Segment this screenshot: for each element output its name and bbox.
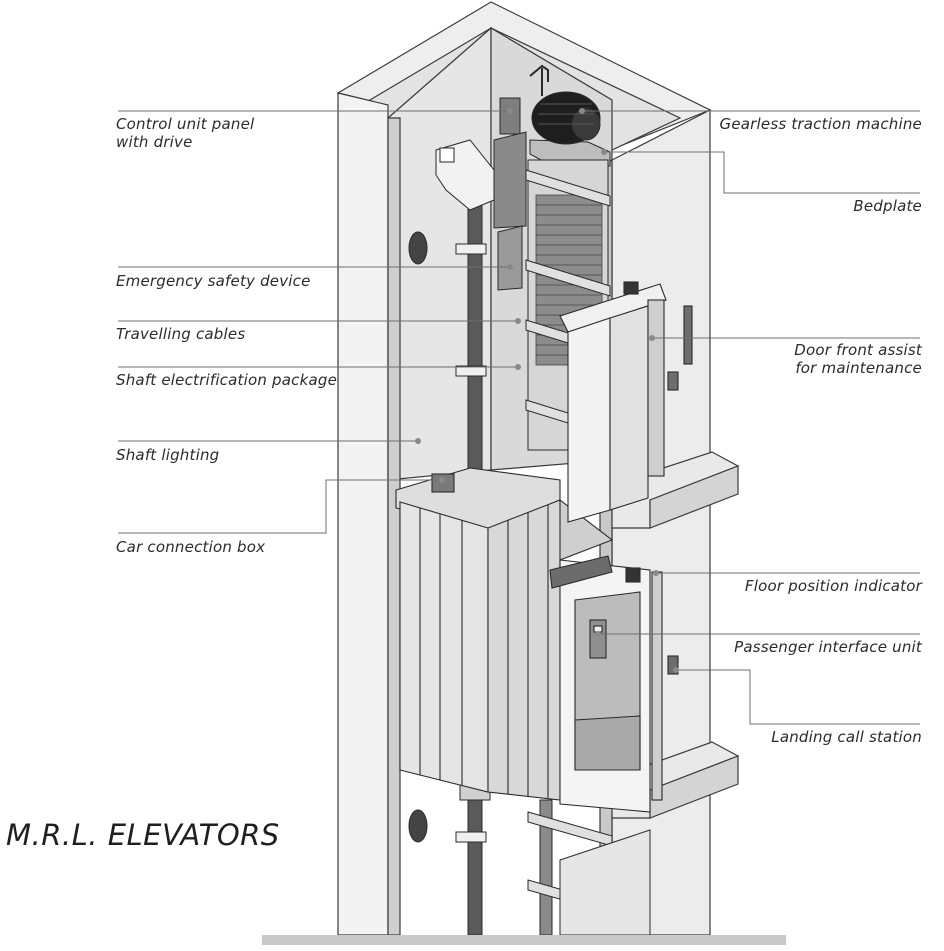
upper-indicator (623, 281, 639, 295)
shaft-light-upper (408, 231, 428, 265)
elevator-car (395, 467, 651, 813)
label-line: Control unit panel (116, 115, 255, 133)
label-line: Travelling cables (116, 325, 246, 343)
shaft-left-wall (337, 92, 389, 936)
label-line: Shaft lighting (116, 446, 220, 464)
leader-lines (118, 108, 920, 725)
label-door-front-assist: Door front assist for maintenance (794, 341, 922, 377)
car-front-panels (487, 499, 561, 801)
label-floor-position-indicator: Floor position indicator (745, 577, 922, 595)
label-landing-call-station: Landing call station (771, 728, 922, 746)
label-line: Gearless traction machine (719, 115, 922, 133)
label-line: Passenger interface unit (734, 638, 922, 656)
label-line: Door front assist (794, 341, 922, 359)
hoist-hook (529, 64, 549, 82)
safety-device-box (497, 225, 523, 291)
floor-indicator-shape (625, 567, 641, 583)
label-shaft-electrification-package: Shaft electrification package (116, 371, 337, 389)
label-travelling-cables: Travelling cables (116, 325, 245, 343)
label-line: Bedplate (853, 197, 922, 215)
label-line: Shaft electrification package (116, 371, 338, 389)
upper-landing-door (559, 281, 693, 523)
label-line: Emergency safety device (116, 272, 311, 290)
upper-door-panel-right (609, 305, 649, 511)
shaft-light-lower (408, 809, 428, 843)
shaft-left-inner (387, 117, 401, 936)
control-panel-box (499, 97, 521, 135)
label-line: Landing call station (771, 728, 922, 746)
label-line: Floor position indicator (744, 577, 922, 595)
landing-call-shape (667, 655, 679, 675)
floor-slab-upper-front (649, 465, 739, 529)
label-line: for maintenance (795, 359, 922, 377)
label-line: with drive (116, 133, 193, 151)
diagram-title: M.R.L. ELEVATORS (6, 818, 280, 852)
lower-structure (527, 799, 651, 936)
car-side-panels (399, 501, 489, 793)
label-shaft-lighting: Shaft lighting (116, 446, 219, 464)
upper-door-panel-left (567, 317, 611, 523)
upper-landing-button (683, 305, 693, 365)
label-bedplate: Bedplate (853, 197, 922, 215)
label-control-unit-panel: Control unit panel with drive (116, 115, 254, 151)
label-emergency-safety-device: Emergency safety device (116, 272, 311, 290)
label-line: Car connection box (116, 538, 266, 556)
label-passenger-interface-unit: Passenger interface unit (734, 638, 922, 656)
car-connection-box-shape (431, 473, 455, 493)
label-car-connection-box: Car connection box (116, 538, 265, 556)
base-bar (262, 935, 786, 945)
wall-devices (408, 97, 527, 843)
label-gearless-traction-machine: Gearless traction machine (720, 115, 922, 133)
